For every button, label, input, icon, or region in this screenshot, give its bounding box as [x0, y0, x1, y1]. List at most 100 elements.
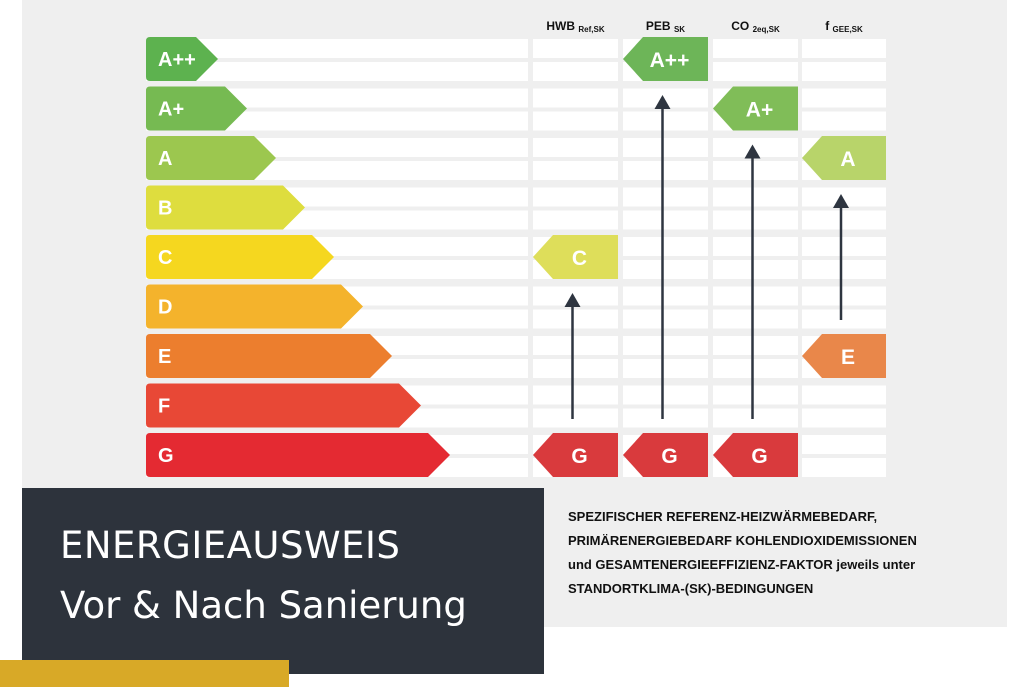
grid-strip	[713, 210, 798, 230]
grid-strip	[713, 359, 798, 378]
rating-marker-label: E	[841, 346, 855, 369]
grid-strip	[623, 286, 708, 306]
grid-strip	[146, 111, 528, 131]
column-header: f GEE,SK	[825, 19, 863, 34]
grid-strip	[802, 458, 886, 477]
grid-strip	[533, 62, 618, 81]
grid-strip	[533, 138, 618, 157]
grid-strip	[802, 187, 886, 207]
rating-marker	[802, 136, 886, 180]
description-line: STANDORTKLIMA-(SK)-BEDINGUNGEN	[568, 581, 814, 596]
accent-bar	[0, 660, 289, 687]
class-bar-aplusplus	[146, 37, 218, 81]
class-label: D	[158, 297, 172, 319]
description-line: und GESAMTENERGIEEFFIZIENZ-FAKTOR jeweil…	[568, 557, 916, 572]
grid-strip	[802, 385, 886, 405]
grid-strip	[713, 187, 798, 207]
class-bar-f	[146, 383, 421, 428]
grid-strip	[802, 408, 886, 428]
grid-strip	[802, 309, 886, 329]
grid-strip	[802, 260, 886, 279]
grid-strip	[623, 309, 708, 329]
grid-strip	[623, 111, 708, 131]
grid-strip	[623, 408, 708, 428]
class-label: C	[158, 247, 172, 269]
column-header: PEB SK	[646, 19, 685, 34]
rating-marker-label: A++	[650, 49, 690, 72]
title-line-1: ENERGIEAUSWEIS	[60, 524, 401, 567]
grid-strip	[146, 88, 528, 108]
grid-strip	[713, 161, 798, 180]
grid-strip	[623, 260, 708, 279]
grid-strip	[713, 408, 798, 428]
class-label: G	[158, 445, 174, 467]
grid-strip	[713, 138, 798, 157]
class-bar-aplus	[146, 86, 247, 131]
class-bar-b	[146, 185, 305, 230]
rating-marker	[623, 433, 708, 477]
grid-strip	[146, 39, 528, 58]
grid-strip	[802, 286, 886, 306]
grid-strip	[713, 62, 798, 81]
title-line-2: Vor & Nach Sanierung	[60, 584, 467, 627]
grid-strip	[533, 111, 618, 131]
grid-strip	[802, 237, 886, 256]
improvement-arrow-head	[833, 194, 849, 208]
grid-strip	[802, 62, 886, 81]
rating-marker	[802, 334, 886, 378]
grid-strip	[802, 111, 886, 131]
grid-strip	[623, 187, 708, 207]
rating-marker-label: A+	[746, 99, 773, 122]
class-label: F	[158, 396, 170, 418]
rating-marker-label: A	[840, 148, 855, 171]
grid-strip	[623, 88, 708, 108]
grid-strip	[533, 210, 618, 230]
improvement-arrow-head	[564, 293, 581, 307]
description: SPEZIFISCHER REFERENZ-HEIZWÄRMEBEDARF, P…	[568, 505, 1008, 601]
grid-strip	[713, 237, 798, 256]
grid-strip	[802, 210, 886, 230]
grid-strip	[713, 385, 798, 405]
rating-marker-label: G	[751, 445, 767, 468]
rating-marker	[533, 235, 618, 279]
improvement-arrow-head	[654, 95, 671, 109]
grid-strip	[623, 385, 708, 405]
grid-strip	[713, 309, 798, 329]
grid-strip	[533, 39, 618, 58]
grid-strip	[533, 88, 618, 108]
class-label: A++	[158, 49, 196, 71]
title-box: ENERGIEAUSWEIS Vor & Nach Sanierung	[22, 488, 544, 674]
grid-strip	[533, 408, 618, 428]
grid-strip	[533, 309, 618, 329]
grid-strip	[533, 385, 618, 405]
class-label: A+	[158, 99, 184, 121]
class-label: A	[158, 148, 172, 170]
rating-marker-label: G	[661, 445, 677, 468]
grid-strip	[533, 336, 618, 355]
rating-marker-label: G	[571, 445, 587, 468]
class-bar-c	[146, 235, 334, 279]
grid-strip	[713, 286, 798, 306]
grid-strip	[623, 138, 708, 157]
class-bar-g	[146, 433, 450, 477]
grid-strip	[623, 161, 708, 180]
grid-strip	[533, 161, 618, 180]
improvement-arrow-head	[744, 144, 761, 159]
column-header: HWB Ref,SK	[546, 19, 604, 34]
grid-strip	[802, 435, 886, 454]
description-line: PRIMÄRENERGIEBEDARF KOHLENDIOXIDEMISSION…	[568, 533, 917, 548]
grid-strip	[623, 359, 708, 378]
grid-strip	[146, 62, 528, 81]
grid-strip	[623, 237, 708, 256]
class-label: E	[158, 346, 171, 368]
grid-strip	[802, 88, 886, 108]
rating-marker-label: C	[572, 247, 587, 270]
rating-marker	[713, 86, 798, 131]
grid-strip	[713, 39, 798, 58]
column-header: CO 2eq,SK	[731, 19, 780, 34]
class-bar-a	[146, 136, 276, 180]
class-label: B	[158, 198, 172, 220]
grid-strip	[713, 336, 798, 355]
grid-strip	[713, 260, 798, 279]
